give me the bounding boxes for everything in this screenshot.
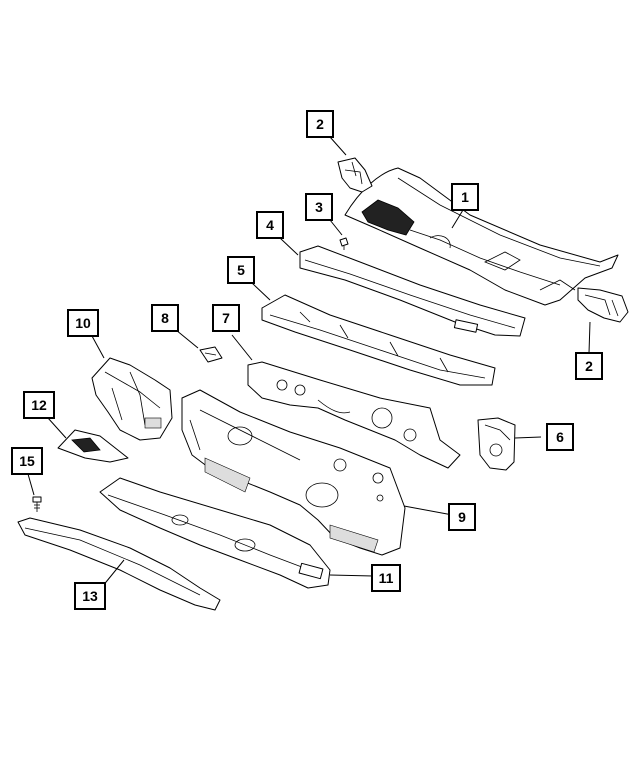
callout-2-upper: 2 <box>306 110 334 138</box>
callout-label: 12 <box>31 397 47 413</box>
part-clip-8 <box>199 346 223 363</box>
part-triangle-panel-12 <box>57 429 129 463</box>
callout-7: 7 <box>212 304 240 332</box>
callout-label: 2 <box>316 116 324 132</box>
part-bolt-15 <box>32 496 42 512</box>
part-cowl-seal-4 <box>299 245 526 337</box>
part-floor-crossmember-11 <box>99 477 331 589</box>
part-upper-dash-panel-7 <box>247 361 461 469</box>
callout-8: 8 <box>151 304 179 332</box>
callout-10: 10 <box>67 309 99 337</box>
callout-label: 4 <box>266 217 274 233</box>
callout-label: 6 <box>556 429 564 445</box>
part-fastener-3 <box>339 237 349 250</box>
callout-label: 11 <box>379 570 394 586</box>
callout-label: 2 <box>585 358 593 374</box>
callout-label: 9 <box>458 509 466 525</box>
callout-4: 4 <box>256 211 284 239</box>
callout-6: 6 <box>546 423 574 451</box>
callout-13: 13 <box>74 582 106 610</box>
callout-12: 12 <box>23 391 55 419</box>
callout-label: 15 <box>19 453 35 469</box>
part-cowl-crossmember-5 <box>261 294 496 386</box>
callout-label: 13 <box>82 588 98 604</box>
part-gusset-6 <box>477 417 516 471</box>
part-side-cowl-10 <box>91 357 173 441</box>
part-bracket-right <box>577 287 629 323</box>
callout-9: 9 <box>448 503 476 531</box>
callout-label: 8 <box>161 310 169 326</box>
callout-label: 10 <box>75 315 91 331</box>
callout-15: 15 <box>11 447 43 475</box>
part-rail-13 <box>17 517 221 611</box>
part-bracket-upper <box>337 157 373 193</box>
callout-1: 1 <box>451 183 479 211</box>
callout-label: 1 <box>461 189 469 205</box>
callout-3: 3 <box>305 193 333 221</box>
callout-5: 5 <box>227 256 255 284</box>
callout-label: 3 <box>315 199 323 215</box>
callout-2-lower: 2 <box>575 352 603 380</box>
callout-11: 11 <box>371 564 401 592</box>
part-dash-panel-9 <box>181 389 406 556</box>
callout-label: 7 <box>222 310 230 326</box>
callout-label: 5 <box>237 262 245 278</box>
